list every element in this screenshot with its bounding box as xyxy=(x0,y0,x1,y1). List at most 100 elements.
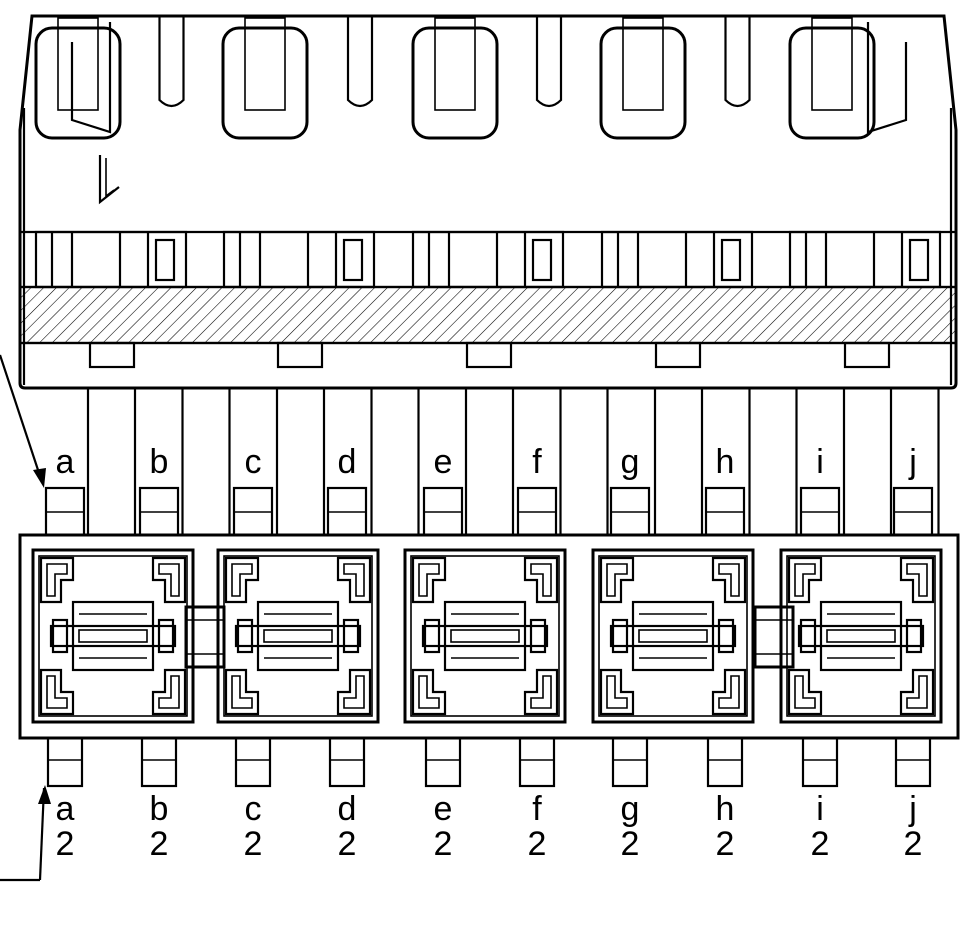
end-latch-right xyxy=(866,22,908,134)
latch-gap xyxy=(57,17,99,111)
locating-tabs xyxy=(88,341,891,369)
svg-text:2: 2 xyxy=(621,825,640,863)
top-pin-label: b xyxy=(150,443,169,481)
bottom-pad xyxy=(611,736,649,788)
top-pin-label: c xyxy=(245,443,262,481)
bottom-pin-label: d2 xyxy=(338,790,357,863)
latch-gap xyxy=(622,17,664,111)
leader-line-top xyxy=(0,354,42,477)
top-pin-label: j xyxy=(908,443,917,481)
svg-text:e: e xyxy=(434,790,453,828)
bottom-pad xyxy=(706,736,744,788)
bottom-pad xyxy=(801,736,839,788)
latch-windows xyxy=(34,16,908,140)
slot-window xyxy=(531,238,553,282)
slot-window xyxy=(908,238,930,282)
terminal-cell xyxy=(403,548,567,724)
slot-window xyxy=(342,238,364,282)
top-pin-label: h xyxy=(716,443,735,481)
bottom-pin-pads xyxy=(46,736,932,788)
svg-text:f: f xyxy=(532,790,542,828)
latch-rib xyxy=(535,16,563,108)
end-latch-left xyxy=(70,22,112,134)
svg-text:d: d xyxy=(338,790,357,828)
bottom-pad xyxy=(234,736,272,788)
bottom-pad xyxy=(328,736,366,788)
svg-text:a: a xyxy=(56,790,75,828)
bridge-left xyxy=(184,605,226,669)
top-pin-label: i xyxy=(816,443,824,481)
svg-text:g: g xyxy=(621,790,640,828)
svg-text:c: c xyxy=(245,790,262,828)
svg-text:2: 2 xyxy=(716,825,735,863)
bottom-pin-label: e2 xyxy=(434,790,453,863)
svg-text:i: i xyxy=(816,790,824,828)
svg-text:2: 2 xyxy=(811,825,830,863)
bottom-pad xyxy=(518,736,556,788)
terminal-cells xyxy=(31,548,943,724)
contact-slots xyxy=(34,230,942,289)
latch-window xyxy=(34,26,122,140)
svg-text:2: 2 xyxy=(528,825,547,863)
terminal-cell xyxy=(31,548,195,724)
contact-pins xyxy=(86,388,940,535)
locating-tab xyxy=(88,341,136,369)
bottom-pad xyxy=(894,736,932,788)
locating-tab xyxy=(465,341,513,369)
top-pin-label: d xyxy=(338,443,357,481)
top-pin-label: g xyxy=(621,443,640,481)
top-pin-label: e xyxy=(434,443,453,481)
latch-window xyxy=(411,26,499,140)
slot-window xyxy=(720,238,742,282)
latch-rib xyxy=(724,16,751,108)
latch-rib xyxy=(346,16,374,108)
top-pin-label: a xyxy=(56,443,75,481)
svg-text:2: 2 xyxy=(338,825,357,863)
top-pin-pads xyxy=(44,486,934,537)
bottom-pin-label: a2 xyxy=(56,790,75,863)
bottom-pin-label: h2 xyxy=(716,790,735,863)
terminal-body xyxy=(18,533,960,740)
bottom-pad xyxy=(46,736,84,788)
svg-text:2: 2 xyxy=(244,825,263,863)
top-pin-labels: a b c d e f g h i j xyxy=(56,443,917,481)
svg-text:2: 2 xyxy=(904,825,923,863)
bottom-pin-label: f2 xyxy=(528,790,547,863)
latch-gap xyxy=(434,17,476,111)
housing-outline xyxy=(18,14,958,390)
bottom-pin-label: g2 xyxy=(621,790,640,863)
top-pin-label: f xyxy=(532,443,542,481)
svg-text:h: h xyxy=(716,790,735,828)
svg-text:j: j xyxy=(908,790,917,828)
locating-tab xyxy=(843,341,891,369)
bottom-pin-label: i2 xyxy=(811,790,830,863)
latch-gap xyxy=(244,17,286,111)
terminal-cell xyxy=(216,548,380,724)
svg-text:2: 2 xyxy=(434,825,453,863)
bottom-pin-label: j2 xyxy=(904,790,923,863)
leader-arrow-bottom xyxy=(38,785,51,804)
locating-tab xyxy=(654,341,702,369)
latch-window xyxy=(221,26,309,140)
slot-window xyxy=(154,238,176,282)
svg-text:2: 2 xyxy=(150,825,169,863)
bottom-pin-label: c2 xyxy=(244,790,263,863)
bottom-pin-label: b2 xyxy=(150,790,169,863)
svg-text:b: b xyxy=(150,790,169,828)
latch-gap xyxy=(811,17,853,111)
polarity-mark xyxy=(98,155,120,205)
svg-text:2: 2 xyxy=(56,825,75,863)
bottom-pad xyxy=(424,736,462,788)
hatched-section xyxy=(18,285,958,345)
locating-tab xyxy=(276,341,324,369)
latch-window xyxy=(599,26,687,140)
leader-arrow-top xyxy=(33,468,46,488)
latch-window xyxy=(788,26,876,140)
terminal-cell xyxy=(779,548,943,724)
latch-rib xyxy=(158,16,185,108)
bridge-right xyxy=(753,605,795,669)
bottom-pad xyxy=(140,736,178,788)
terminal-cell xyxy=(591,548,755,724)
